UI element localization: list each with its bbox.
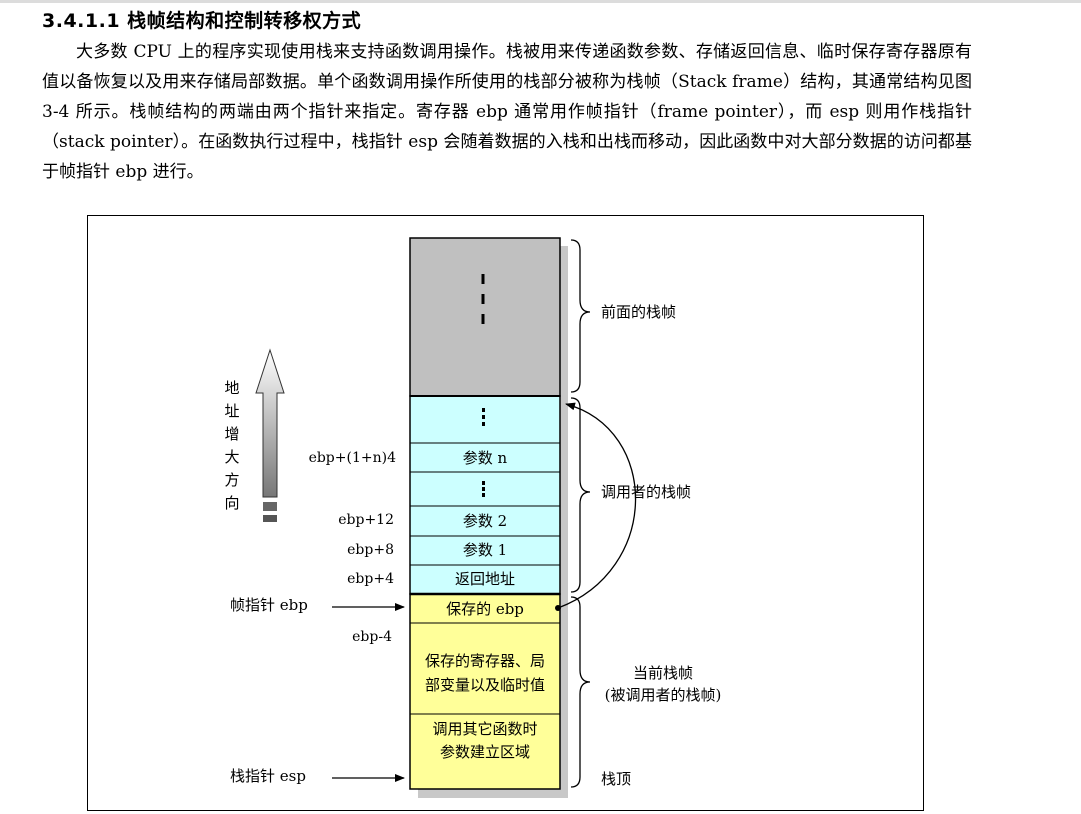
arrow-tail-block xyxy=(263,515,277,522)
addr-char: 址 xyxy=(224,402,239,420)
offset-param-1: ebp+8 xyxy=(347,542,394,558)
top-divider xyxy=(0,0,1081,3)
addr-char: 向 xyxy=(224,494,239,512)
call-args-line2: 参数建立区域 xyxy=(440,743,530,761)
frame-pointer-label: 帧指针 ebp xyxy=(230,596,308,614)
stack-top-label: 栈顶 xyxy=(601,770,631,788)
previous-frame-brace xyxy=(570,239,591,393)
saved-ebp-cell: 保存的 ebp xyxy=(446,600,524,618)
current-frame-sublabel: (被调用者的栈帧) xyxy=(605,686,722,704)
ellipsis-dots-top xyxy=(482,408,485,426)
arrow-tail-block xyxy=(263,502,277,511)
param-1-cell: 参数 1 xyxy=(463,541,507,559)
current-frame-brace xyxy=(570,596,591,788)
address-direction-label: 地 址 增 大 方 向 xyxy=(224,379,239,512)
offset-param-n: ebp+(1+n)4 xyxy=(309,450,397,466)
current-frame-label: 当前栈帧 xyxy=(633,664,693,682)
param-2-cell: 参数 2 xyxy=(463,512,507,530)
offset-minus-4: ebp-4 xyxy=(352,629,392,645)
paragraph-text: 大多数 CPU 上的程序实现使用栈来支持函数调用操作。栈被用来传递函数参数、存储… xyxy=(42,42,972,182)
saved-registers-line2: 部变量以及临时值 xyxy=(425,676,545,694)
addr-char: 大 xyxy=(224,448,239,466)
addr-char: 地 xyxy=(224,379,239,397)
body-paragraph: 大多数 CPU 上的程序实现使用栈来支持函数调用操作。栈被用来传递函数参数、存储… xyxy=(42,37,972,187)
previous-frame-block xyxy=(409,237,561,397)
caller-frame-brace xyxy=(570,397,591,593)
caller-frame-label: 调用者的栈帧 xyxy=(601,483,691,501)
addr-char: 方 xyxy=(224,471,239,489)
offset-param-2: ebp+12 xyxy=(338,512,394,528)
figure-frame xyxy=(87,215,924,811)
param-n-cell: 参数 n xyxy=(463,449,508,467)
address-up-arrow-icon xyxy=(255,348,285,498)
saved-registers-line1: 保存的寄存器、局 xyxy=(425,652,545,670)
ellipsis-dots-middle xyxy=(482,481,485,497)
current-frame-block xyxy=(409,593,561,790)
previous-frame-label: 前面的栈帧 xyxy=(601,303,676,321)
stack-pointer-label: 栈指针 esp xyxy=(230,767,306,785)
section-heading: 3.4.1.1 栈帧结构和控制转移权方式 xyxy=(42,10,362,32)
return-address-cell: 返回地址 xyxy=(455,570,515,588)
offset-return-address: ebp+4 xyxy=(347,571,394,587)
addr-char: 增 xyxy=(224,425,239,443)
saved-ebp-link-arrow xyxy=(557,402,637,609)
call-args-line1: 调用其它函数时 xyxy=(432,720,537,738)
